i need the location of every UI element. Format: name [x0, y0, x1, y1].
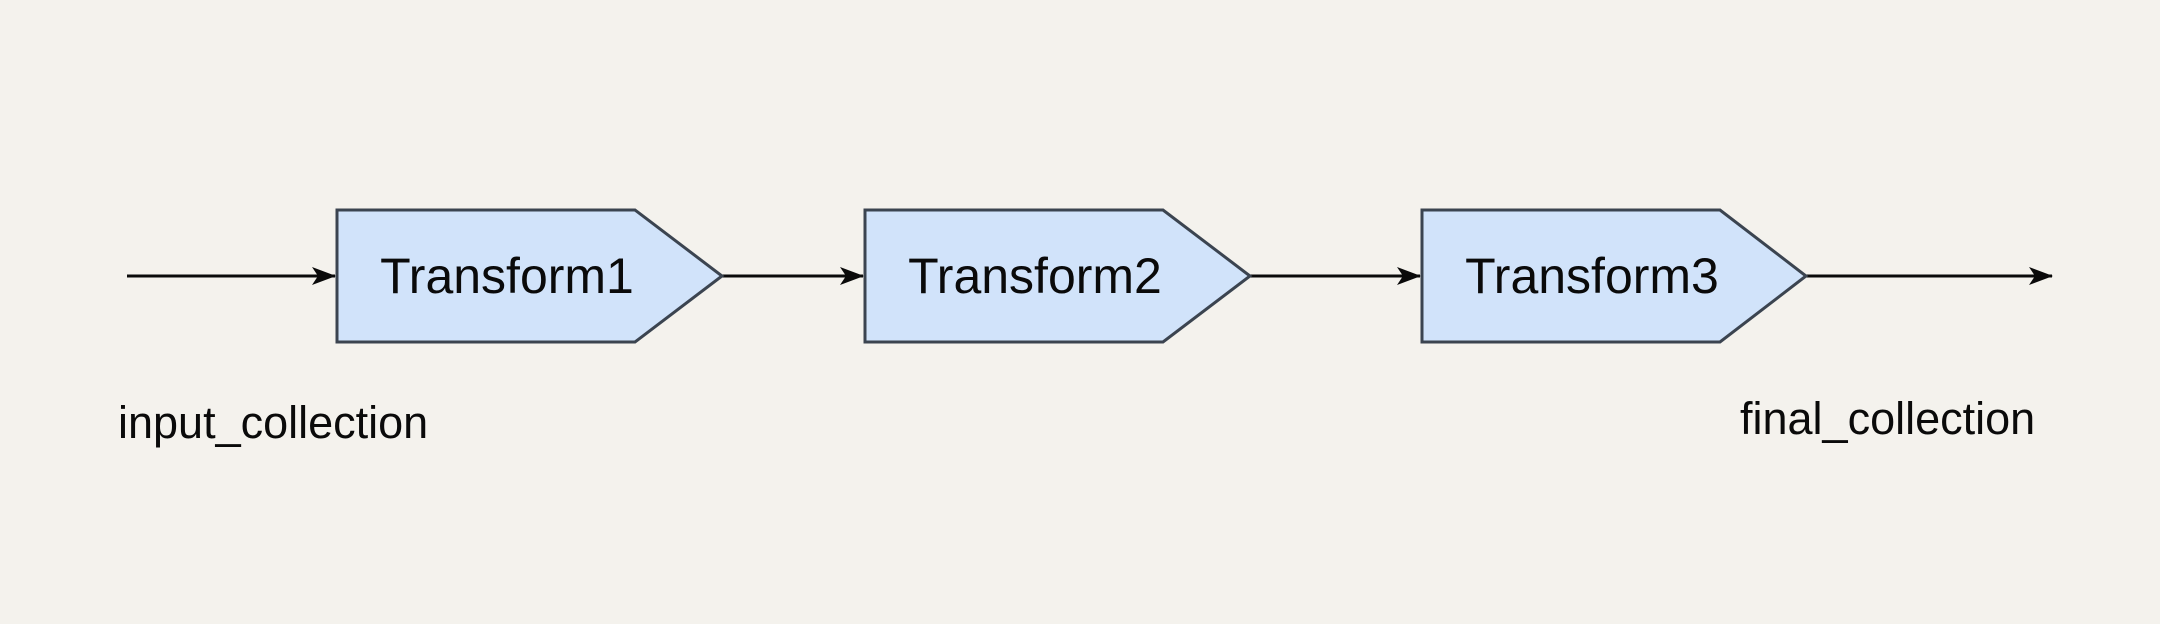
- edge-label-input-collection: input_collection: [118, 397, 429, 448]
- node-label-transform2: Transform2: [908, 248, 1162, 304]
- node-label-transform3: Transform3: [1465, 248, 1719, 304]
- node-shape-transform2: [863, 208, 1253, 344]
- node-shape-transform1: [335, 208, 725, 344]
- node-shape-transform3: [1420, 208, 1809, 344]
- edge-label-final-collection: final_collection: [1740, 393, 2036, 444]
- node-label-transform1: Transform1: [380, 248, 634, 304]
